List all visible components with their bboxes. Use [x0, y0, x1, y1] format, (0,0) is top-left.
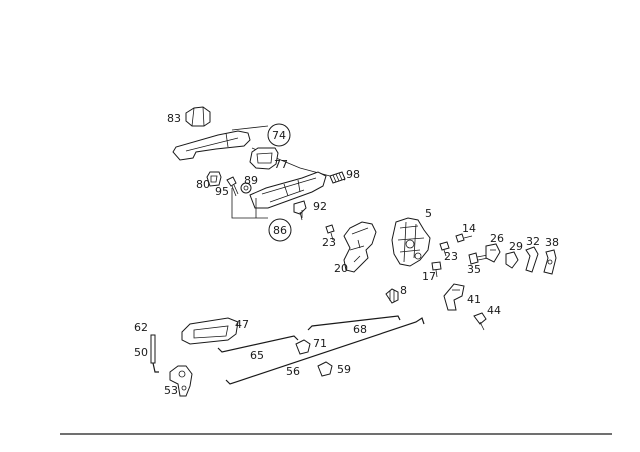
callout-8: 8 [400, 284, 407, 297]
part-20[interactable] [343, 221, 377, 273]
part-65[interactable] [217, 335, 299, 353]
callout-74: 74 [272, 129, 286, 142]
part-56[interactable] [225, 317, 425, 385]
part-53[interactable] [169, 365, 193, 397]
callout-23-left: 23 [322, 236, 336, 249]
part-8[interactable] [385, 288, 399, 304]
callout-53: 53 [164, 384, 178, 397]
part-17[interactable] [431, 261, 442, 278]
callout-71: 71 [313, 337, 327, 350]
part-62[interactable] [150, 334, 156, 364]
part-41[interactable] [443, 283, 465, 311]
part-77[interactable] [249, 147, 279, 170]
part-74[interactable] [172, 130, 251, 161]
part-68[interactable] [307, 315, 401, 331]
callout-47: 47 [235, 318, 249, 331]
callout-20: 20 [334, 262, 348, 275]
callout-80: 80 [196, 178, 210, 191]
part-98[interactable] [329, 171, 346, 184]
part-44[interactable] [473, 312, 487, 331]
part-92[interactable] [249, 171, 327, 221]
callout-41: 41 [467, 293, 481, 306]
part-23-left[interactable] [325, 224, 335, 241]
callout-26: 26 [490, 232, 504, 245]
part-80[interactable] [206, 171, 222, 187]
part-89[interactable] [240, 182, 252, 194]
part-32[interactable] [525, 246, 539, 273]
callout-44: 44 [487, 304, 501, 317]
part-14[interactable] [455, 233, 473, 243]
leader-74 [231, 123, 346, 181]
part-71[interactable] [295, 339, 311, 355]
callout-68: 68 [353, 323, 367, 336]
callout-23-right: 23 [444, 250, 458, 263]
part-26[interactable] [485, 243, 501, 263]
callout-56: 56 [286, 365, 300, 378]
callout-29: 29 [509, 240, 523, 253]
callout-89: 89 [244, 174, 258, 187]
part-38[interactable] [543, 249, 557, 275]
leader-86 [231, 188, 303, 242]
callout-59: 59 [337, 363, 351, 376]
callout-5: 5 [425, 207, 432, 220]
callout-38: 38 [545, 236, 559, 249]
callout-50: 50 [134, 346, 148, 359]
part-35[interactable] [468, 252, 489, 265]
callout-65: 65 [250, 349, 264, 362]
callout-95: 95 [215, 185, 229, 198]
part-83[interactable] [185, 106, 211, 127]
part-50[interactable] [152, 362, 159, 373]
callout-32: 32 [526, 235, 540, 248]
part-95[interactable] [226, 176, 239, 197]
part-59[interactable] [317, 361, 333, 377]
callout-86: 86 [273, 224, 287, 237]
callout-17: 17 [422, 270, 436, 283]
callout-98: 98 [346, 168, 360, 181]
callout-77: 77 [274, 158, 288, 171]
callout-83: 83 [167, 112, 181, 125]
part-5[interactable] [391, 217, 431, 267]
part-23-right[interactable] [439, 241, 450, 257]
callout-35: 35 [467, 263, 481, 276]
part-47[interactable] [181, 317, 239, 345]
part-29[interactable] [505, 251, 519, 269]
callout-92: 92 [313, 200, 327, 213]
callout-14: 14 [462, 222, 476, 235]
callout-62: 62 [134, 321, 148, 334]
